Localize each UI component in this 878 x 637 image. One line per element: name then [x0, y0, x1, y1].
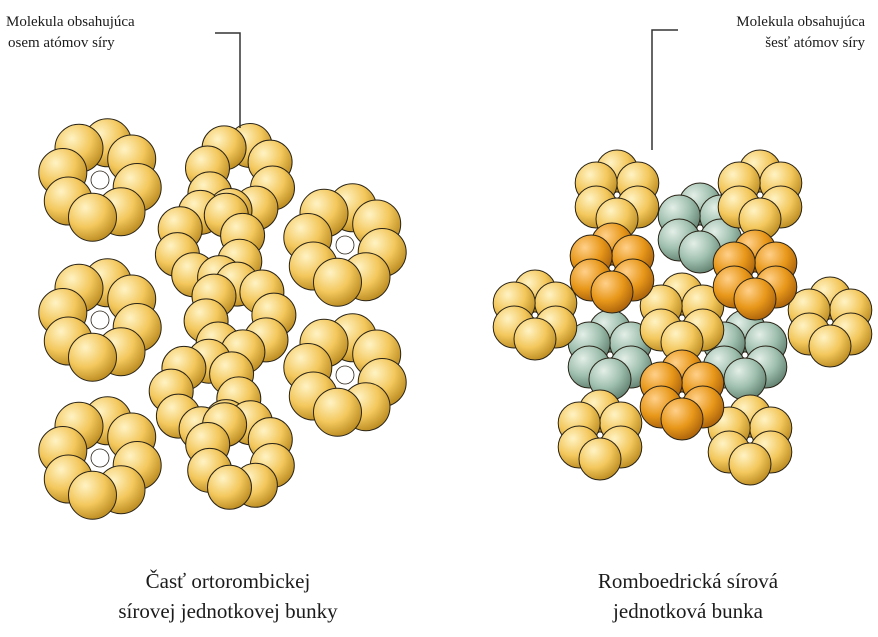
sulfur-atom	[69, 333, 117, 381]
right-molecule-callout: Molekula obsahujúca šesť atómov síry	[640, 12, 865, 54]
s6-molecule-orange	[570, 223, 654, 313]
ring-center-hole	[752, 272, 758, 278]
sulfur-atom	[729, 443, 771, 485]
s6-molecule-yellow	[493, 270, 577, 360]
sulfur-atom	[734, 278, 776, 320]
left-callout-line-2: osem atómov síry	[6, 33, 238, 54]
sulfur-atom	[514, 318, 556, 360]
sulfur-atom	[69, 471, 117, 519]
s6-molecule-yellow	[718, 150, 802, 240]
ring-center-hole	[742, 352, 748, 358]
s8-molecule	[284, 314, 406, 436]
left-molecule-callout: Molekula obsahujúca osem atómov síry	[6, 12, 238, 54]
s6-molecule-gray-green	[568, 310, 652, 400]
ring-center-hole	[532, 312, 538, 318]
sulfur-atom	[314, 258, 362, 306]
ring-center-hole	[609, 265, 615, 271]
left-caption-line-1: Časť ortorombickej	[68, 566, 388, 596]
ring-center-hole	[91, 171, 109, 189]
ring-center-hole	[614, 192, 620, 198]
sulfur-atom	[724, 358, 766, 400]
rhombohedral-cell-diagram	[493, 150, 872, 485]
s6-molecule-orange	[713, 230, 797, 320]
sulfur-atom	[208, 465, 252, 509]
right-caption-line-2: jednotková bunka	[528, 596, 848, 626]
ring-center-hole	[607, 352, 613, 358]
ring-center-hole	[827, 319, 833, 325]
ring-center-hole	[679, 315, 685, 321]
s8-molecule	[39, 259, 161, 381]
ring-center-hole	[747, 437, 753, 443]
s8-molecule	[284, 184, 406, 306]
s8-molecule	[39, 119, 161, 241]
sulfur-atom	[579, 438, 621, 480]
ring-center-hole	[336, 366, 354, 384]
ring-center-hole	[697, 225, 703, 231]
s6-molecule-yellow	[788, 277, 872, 367]
right-caption-line-1: Romboedrická sírová	[528, 566, 848, 596]
sulfur-atom	[591, 271, 633, 313]
s6-molecule-yellow	[558, 390, 642, 480]
sulfur-atom	[661, 398, 703, 440]
left-callout-line-1: Molekula obsahujúca	[6, 12, 238, 33]
right-callout-line-2: šesť atómov síry	[640, 33, 865, 54]
right-caption: Romboedrická sírová jednotková bunka	[528, 566, 848, 626]
right-callout-line-1: Molekula obsahujúca	[640, 12, 865, 33]
ring-center-hole	[91, 449, 109, 467]
ring-center-hole	[679, 392, 685, 398]
ring-center-hole	[91, 311, 109, 329]
sulfur-atom	[69, 193, 117, 241]
ring-center-hole	[336, 236, 354, 254]
s8-molecule	[39, 397, 161, 519]
left-caption: Časť ortorombickej sírovej jednotkovej b…	[68, 566, 388, 626]
ring-center-hole	[597, 432, 603, 438]
sulfur-atom	[809, 325, 851, 367]
left-caption-line-2: sírovej jednotkovej bunky	[68, 596, 388, 626]
ring-center-hole	[757, 192, 763, 198]
sulfur-atom	[314, 388, 362, 436]
orthorhombic-cell-diagram	[39, 119, 406, 519]
s6-molecule-orange	[640, 350, 724, 440]
